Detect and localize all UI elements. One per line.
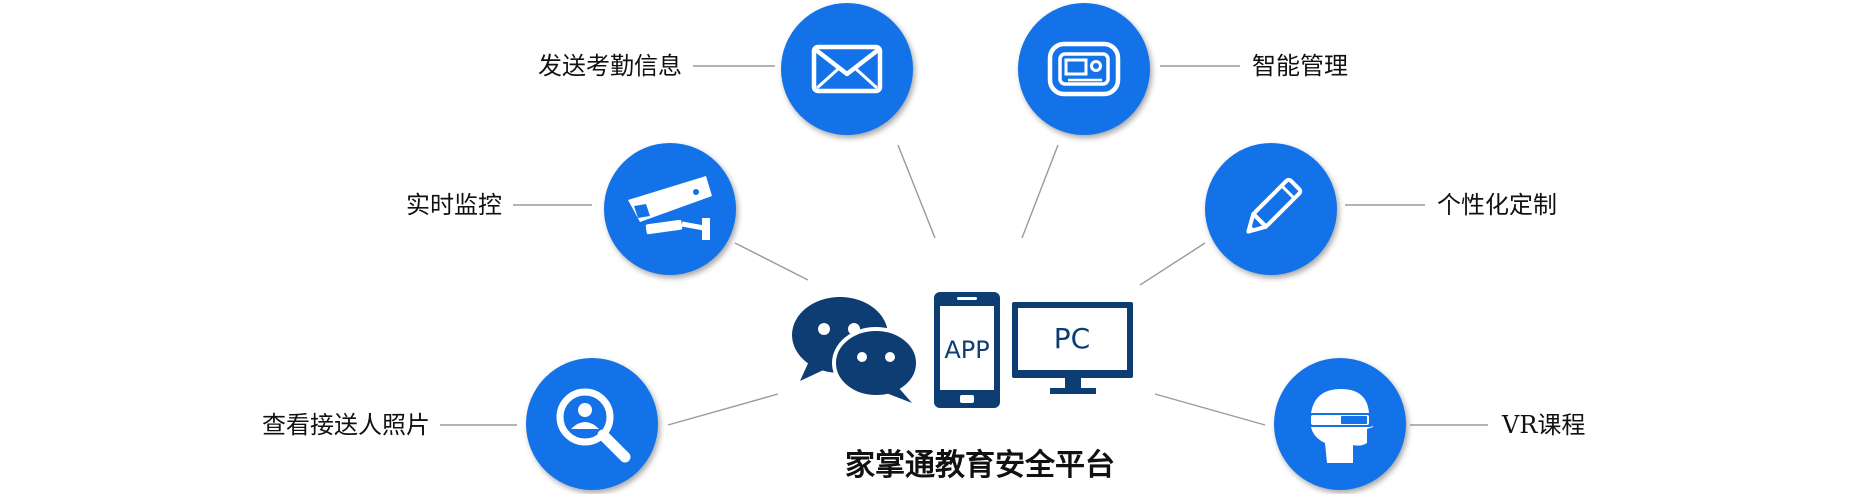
monitor-icon: PC (1012, 302, 1133, 394)
pencil-icon (1246, 177, 1303, 234)
label-personalization: 个性化定制 (1437, 191, 1557, 219)
spoke-smart-management (1021, 144, 1059, 239)
spoke-personalization (1139, 242, 1206, 286)
label-smart-management: 智能管理 (1252, 52, 1348, 80)
magnifier-person-icon (556, 388, 631, 463)
spoke-live-monitoring (734, 242, 809, 281)
app-label: APP (944, 336, 989, 364)
platform-title: 家掌通教育安全平台 (845, 448, 1115, 483)
pc-label: PC (1054, 322, 1090, 355)
node-live-monitoring[interactable] (604, 143, 736, 275)
node-vr-courses[interactable] (1274, 358, 1406, 490)
label-pickup-photos: 查看接送人照片 (262, 411, 430, 439)
node-send-attendance[interactable] (781, 3, 913, 135)
phone-icon: APP (934, 292, 1000, 408)
card-reader-icon (1047, 41, 1121, 97)
label-vr-courses: VR课程 (1502, 411, 1586, 439)
spoke-pickup-photos (667, 393, 779, 426)
vr-head-icon (1307, 389, 1373, 463)
label-send-attendance: 发送考勤信息 (538, 52, 682, 80)
spoke-vr-courses (1154, 393, 1266, 426)
node-smart-management[interactable] (1018, 3, 1150, 135)
envelope-icon (811, 44, 883, 94)
security-camera-icon (628, 176, 712, 240)
node-personalization[interactable] (1205, 143, 1337, 275)
spoke-send-attendance (897, 144, 936, 239)
chat-bubbles-icon (792, 297, 920, 403)
label-live-monitoring: 实时监控 (406, 191, 502, 219)
node-pickup-photos[interactable] (526, 358, 658, 490)
